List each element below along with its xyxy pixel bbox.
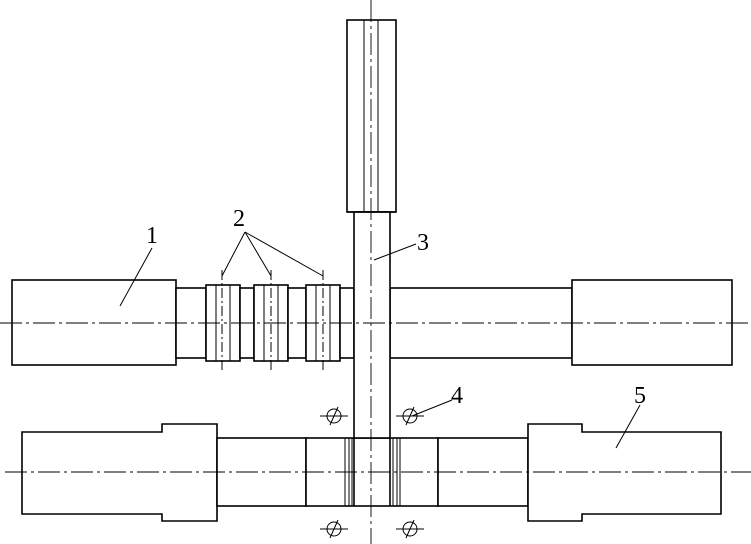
leader-5 — [615, 404, 641, 449]
leader-4 — [411, 399, 453, 417]
circle-crosshair-icon — [396, 519, 424, 539]
circle-crosshair-icon — [396, 406, 424, 426]
leader-1 — [119, 247, 153, 307]
leader-3 — [373, 243, 417, 261]
circle-crosshair-icon — [320, 406, 348, 426]
circle-crosshair-icon — [320, 519, 348, 539]
vertical-roll-assembly — [346, 19, 397, 506]
upper-right-bearing-block — [571, 279, 733, 366]
label-5: 5 — [634, 383, 646, 409]
leader-2b — [244, 231, 272, 277]
label-1: 1 — [146, 223, 158, 249]
leader-2c — [244, 231, 324, 277]
label-2: 2 — [233, 206, 245, 232]
label-3: 3 — [417, 230, 429, 256]
clamp-markers — [320, 406, 424, 539]
leader-2a — [221, 231, 246, 277]
leader-lines — [119, 231, 641, 449]
lower-left-bearing-block — [21, 423, 218, 522]
vertical-roll-shaft — [353, 211, 391, 439]
vertical-roll-top-housing — [346, 19, 397, 213]
lower-right-bearing-block — [527, 423, 722, 522]
upper-left-bearing-block — [11, 279, 177, 366]
label-4: 4 — [451, 383, 463, 409]
